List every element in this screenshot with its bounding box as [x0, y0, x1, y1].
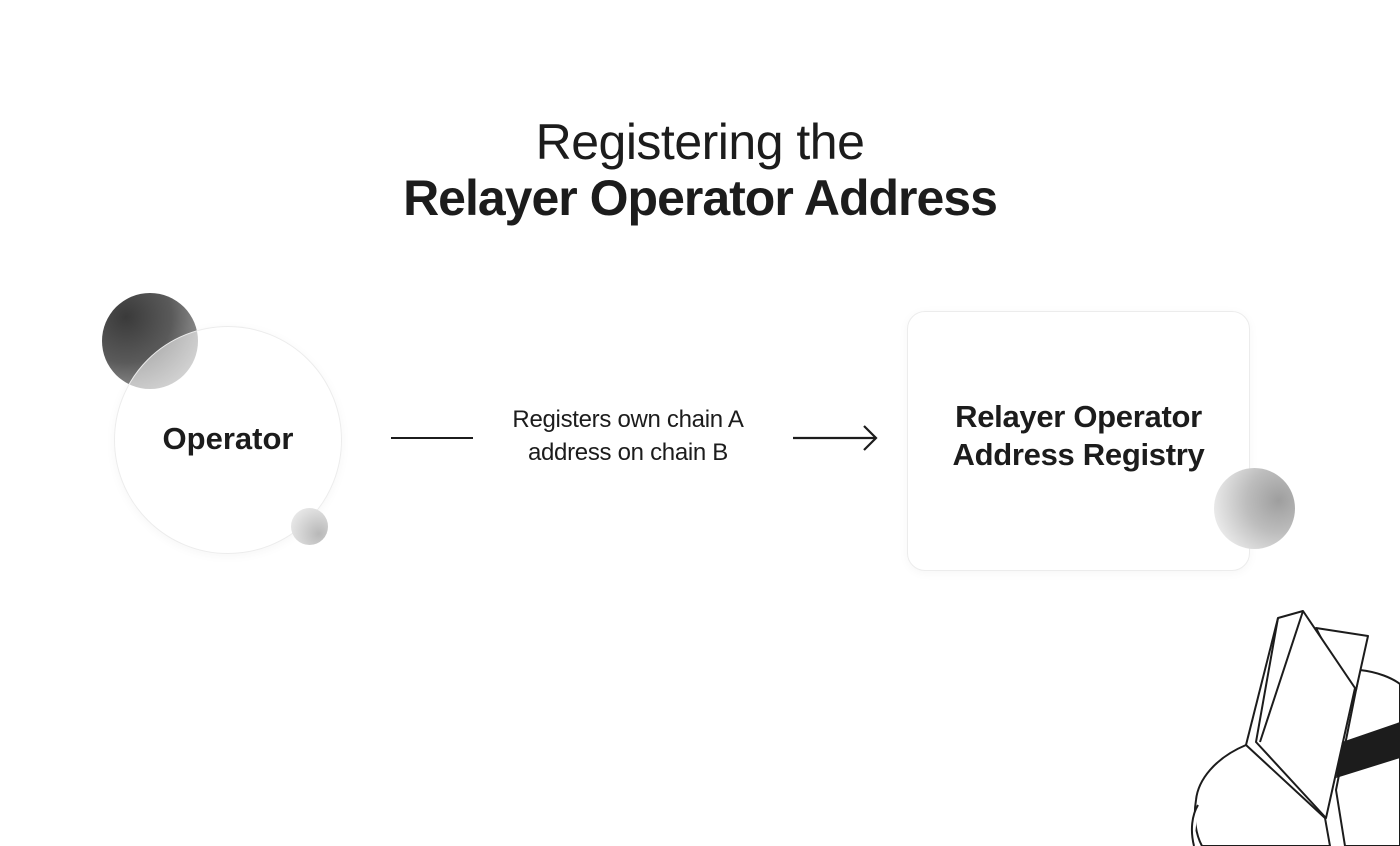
connector-line	[391, 437, 473, 439]
edge-label-line-1: Registers own chain A	[512, 406, 744, 433]
registry-label-line-2: Address Registry	[952, 437, 1205, 472]
registry-label-line-1: Relayer Operator	[955, 399, 1202, 434]
registry-node-label: Relayer Operator Address Registry	[907, 398, 1250, 474]
title-line-1: Registering the	[535, 114, 865, 170]
decorative-small-sphere	[291, 508, 328, 545]
edge-label-line-2: address on chain B	[527, 439, 729, 466]
edge-label: Registers own chain A address on chain B	[478, 403, 778, 469]
registry-node	[907, 311, 1250, 571]
decorative-illustration	[1190, 610, 1400, 846]
title-line-2: Relayer Operator Address	[403, 170, 998, 226]
operator-node-label: Operator	[162, 421, 294, 456]
arrow-right-icon	[793, 425, 878, 451]
decorative-grey-sphere	[1214, 468, 1295, 549]
